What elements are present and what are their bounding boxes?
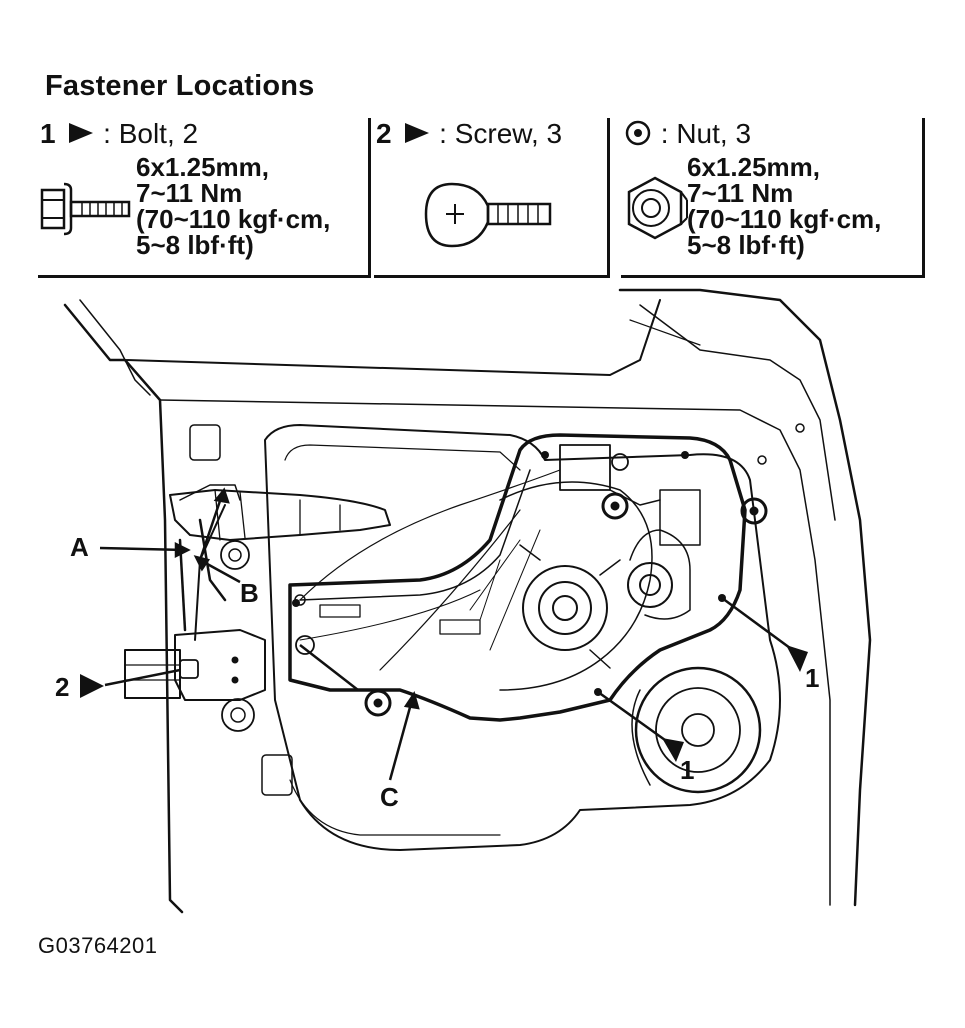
legend-nut: : Nut, 3 6x1.25mm, 7~11 Nm (70~110 kgf·c… [621,118,925,278]
nut-marker-icon [601,492,629,520]
spec-line: 5~8 lbf·ft) [687,230,805,260]
screw-marker-icon [541,451,549,459]
legend-bolt-spec: 6x1.25mm, 7~11 Nm (70~110 kgf·cm, 5~8 lb… [136,154,330,258]
arrow-icon [213,487,230,504]
callout-b: B [240,578,259,608]
regulator-module-outline [288,433,747,722]
callout-arrows [80,645,808,762]
nut-icon [627,176,688,240]
spec-line: 7~11 Nm [687,178,794,208]
screw-marker-icon [292,599,300,607]
regulator-cable [299,469,561,601]
spec-line: (70~110 kgf·cm, [687,204,882,234]
door-window-inner [639,304,836,521]
callout-c: C [380,782,399,812]
latch-bracket [174,629,266,701]
callout-bolt-lower: 1 [680,755,695,785]
legend-bolt-label: : Bolt, 2 [103,118,199,149]
arrow-icon [174,541,191,559]
door-frame-top [124,299,661,376]
screw-marker-icon [681,451,689,459]
legend-bolt: 1 : Bolt, 2 6x1.25mm, 7~11 Nm (70~110 kg… [38,118,371,278]
legend-bolt-number: 1 [40,118,56,149]
screw-markers [292,451,689,607]
door-frame-inner [79,299,151,396]
latch-rod-a [178,538,187,632]
door-handle-assembly [169,489,391,541]
callout-a: A [70,532,89,562]
legend-nut-spec: 6x1.25mm, 7~11 Nm (70~110 kgf·cm, 5~8 lb… [687,154,881,258]
nut-marker-icon [364,689,392,717]
door-window-frame [618,288,872,907]
latch-rod-b [198,518,227,602]
latch-block [124,649,181,699]
spec-line: 6x1.25mm, [687,152,820,182]
arrow-icon [80,674,104,698]
regulator-pulley [627,562,673,608]
motor-hub [522,565,608,651]
legend-screw: 2 : Screw, 3 [374,118,610,278]
spec-line: 5~8 lbf·ft) [136,230,254,260]
bolt-icon [40,182,131,236]
spec-line: (70~110 kgf·cm, [136,204,331,234]
arrow-icon [69,123,94,143]
legend-screw-label: : Screw, 3 [439,118,563,149]
nut-marker-icon [740,497,768,525]
spec-line: 7~11 Nm [136,178,243,208]
arrow-icon [403,691,420,710]
figure-code: G03764201 [38,933,158,958]
legend-screw-number: 2 [376,118,392,149]
arrow-icon [193,555,211,572]
nut-symbol-icon [625,120,651,146]
spec-line: 6x1.25mm, [136,152,269,182]
callout-screw-left: 2 [55,672,70,702]
inner-panel-boundary [264,424,781,851]
arrow-icon [786,645,808,672]
nut-markers [364,492,768,717]
door-frame-outline [63,303,184,914]
legend-nut-label: : Nut, 3 [660,118,752,149]
arrow-icon [405,123,430,143]
speaker [634,666,762,794]
arrow-icon [662,738,684,762]
screw-icon [424,182,552,248]
callout-bolt-right: 1 [805,663,820,693]
figure-title: Fastener Locations [45,70,315,102]
